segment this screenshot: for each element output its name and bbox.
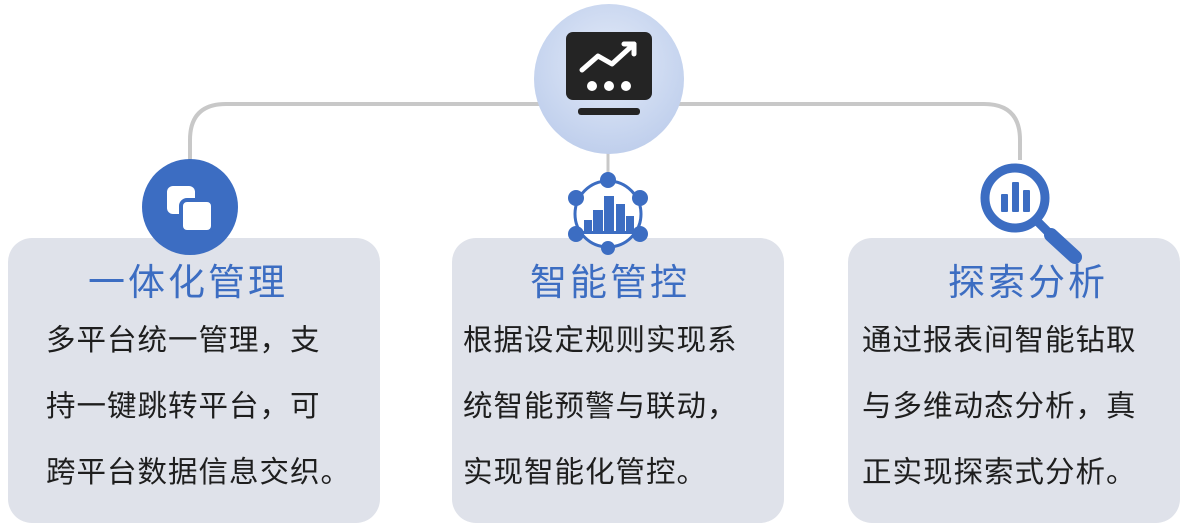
card-smart-control — [452, 238, 784, 523]
magnifier-chart-icon — [980, 163, 1082, 264]
card-line: 与多维动态分析，真 — [862, 389, 1137, 423]
card-line: 多平台统一管理，支 — [46, 323, 321, 357]
card-body-integrated-management: 多平台统一管理，支 持一键跳转平台，可 跨平台数据信息交织。 — [46, 307, 351, 505]
card-line: 根据设定规则实现系 — [463, 323, 738, 357]
card-title-integrated-management: 一体化管理 — [88, 261, 288, 304]
card-line: 实现智能化管控。 — [463, 455, 708, 489]
card-body-explore-analysis: 通过报表间智能钻取 与多维动态分析，真 正实现探索式分析。 — [862, 307, 1137, 505]
trend-monitor-icon — [566, 32, 652, 115]
card-line: 通过报表间智能钻取 — [862, 323, 1137, 357]
card-explore-analysis — [848, 238, 1180, 523]
card-title-explore-analysis: 探索分析 — [948, 261, 1108, 304]
card-integrated-management — [8, 238, 380, 523]
card-title-smart-control: 智能管控 — [530, 261, 690, 304]
card-body-smart-control: 根据设定规则实现系 统智能预警与联动， 实现智能化管控。 — [463, 307, 738, 505]
card-line: 持一键跳转平台，可 — [46, 389, 321, 423]
card-line: 跨平台数据信息交织。 — [46, 455, 352, 489]
card-line: 统智能预警与联动， — [463, 389, 738, 423]
card-line: 正实现探索式分析。 — [862, 455, 1137, 489]
overlapping-squares-icon — [142, 159, 238, 255]
network-city-icon — [568, 172, 648, 255]
